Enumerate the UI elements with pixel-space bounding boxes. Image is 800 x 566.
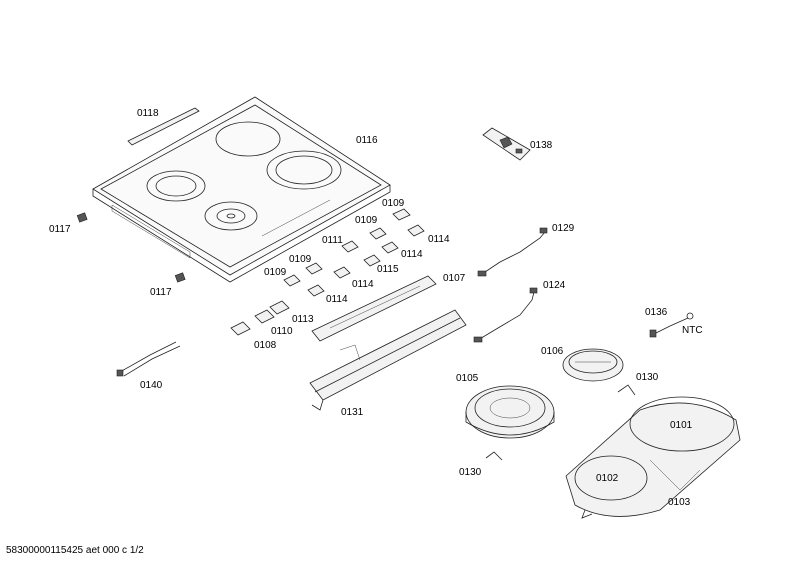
document-footer: 58300000115425 aet 000 c 1/2 bbox=[6, 545, 144, 556]
label-0107: 0107 bbox=[443, 273, 466, 284]
label-0138: 0138 bbox=[530, 140, 553, 151]
wire-set bbox=[116, 341, 181, 377]
trim-strip bbox=[127, 107, 200, 146]
label-0115: 0115 bbox=[377, 264, 399, 275]
label-0114: 0114 bbox=[352, 279, 374, 290]
label-0124: 0124 bbox=[543, 280, 566, 291]
label-0131: 0131 bbox=[341, 407, 364, 418]
frame-profile bbox=[309, 309, 467, 411]
label-0113: 0113 bbox=[292, 314, 314, 325]
switch-parts bbox=[230, 300, 290, 336]
label-0109: 0109 bbox=[382, 198, 405, 209]
label-ntc: NTC bbox=[682, 325, 703, 336]
label-0136: 0136 bbox=[645, 307, 668, 318]
label-0101: 0101 bbox=[670, 420, 693, 431]
control-caps bbox=[283, 208, 425, 297]
label-0129: 0129 bbox=[552, 223, 575, 234]
label-0105: 0105 bbox=[456, 373, 479, 384]
label-0108: 0108 bbox=[254, 340, 277, 351]
label-0102: 0102 bbox=[596, 473, 619, 484]
label-0109: 0109 bbox=[264, 267, 287, 278]
fixing-clip bbox=[174, 272, 186, 283]
bracket bbox=[482, 127, 531, 161]
label-0140: 0140 bbox=[140, 380, 163, 391]
heating-element-large bbox=[465, 385, 555, 439]
label-0111: 0111 bbox=[322, 235, 343, 246]
label-0114: 0114 bbox=[326, 294, 348, 305]
label-0117: 0117 bbox=[150, 287, 172, 298]
cable-harness bbox=[473, 287, 538, 343]
ntc-sensor bbox=[649, 312, 694, 338]
label-0130: 0130 bbox=[636, 372, 659, 383]
label-0114: 0114 bbox=[401, 249, 423, 260]
label-0117: 0117 bbox=[49, 224, 71, 235]
heating-element-small bbox=[562, 348, 624, 382]
label-0109: 0109 bbox=[289, 254, 312, 265]
label-0110: 0110 bbox=[271, 326, 293, 337]
heater-carrier bbox=[565, 396, 741, 519]
label-0130: 0130 bbox=[459, 467, 482, 478]
holding-clip bbox=[485, 451, 503, 461]
label-0118: 0118 bbox=[137, 108, 159, 119]
cable-harness bbox=[477, 227, 548, 277]
label-0109: 0109 bbox=[355, 215, 378, 226]
label-0116: 0116 bbox=[356, 135, 378, 146]
holding-clip bbox=[617, 384, 636, 396]
control-board bbox=[311, 275, 437, 342]
fixing-clip bbox=[76, 212, 88, 223]
label-0103: 0103 bbox=[668, 497, 691, 508]
label-0114: 0114 bbox=[428, 234, 450, 245]
cooktop-glass-panel bbox=[92, 96, 391, 283]
label-0106: 0106 bbox=[541, 346, 564, 357]
